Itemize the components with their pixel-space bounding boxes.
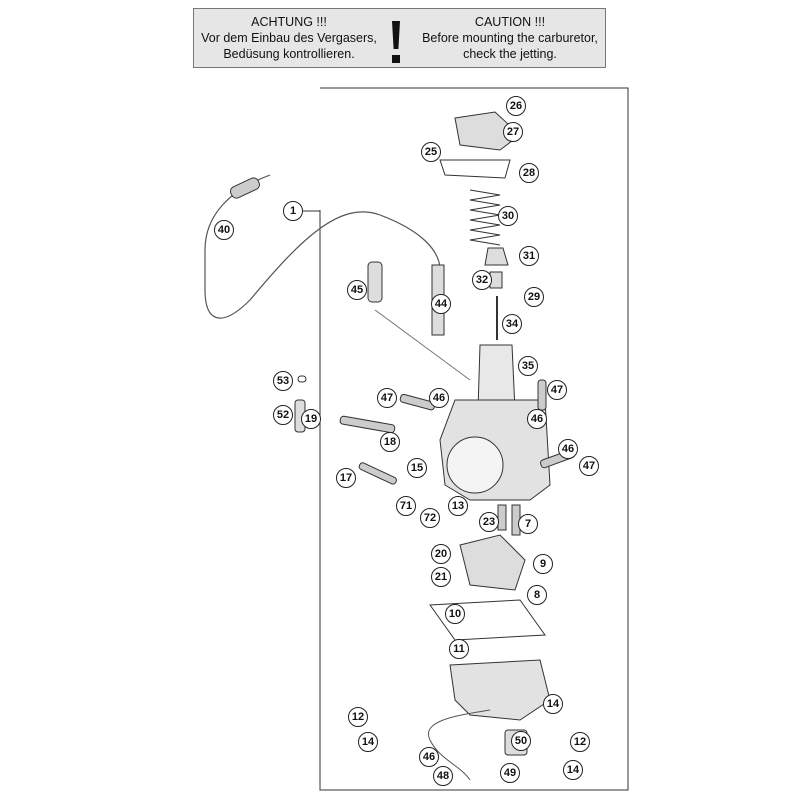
callout-part-49: 49	[500, 763, 520, 783]
callout-part-50: 50	[511, 731, 531, 751]
callout-part-46: 46	[419, 747, 439, 767]
callout-part-12: 12	[348, 707, 368, 727]
pilot-jet	[497, 504, 507, 531]
top-cap	[454, 111, 521, 151]
callout-part-11: 11	[449, 639, 469, 659]
callout-part-32: 32	[472, 270, 492, 290]
float	[459, 534, 526, 591]
callout-part-31: 31	[519, 246, 539, 266]
german-warning: ACHTUNG !!! Vor dem Einbau des Vergasers…	[194, 14, 384, 62]
callout-part-26: 26	[506, 96, 526, 116]
callout-part-18: 18	[380, 432, 400, 452]
idle-screw	[339, 415, 396, 434]
callout-part-46: 46	[429, 388, 449, 408]
callout-part-30: 30	[498, 206, 518, 226]
callout-part-15: 15	[407, 458, 427, 478]
callout-part-53: 53	[273, 371, 293, 391]
callout-part-46: 46	[558, 439, 578, 459]
callout-part-12: 12	[570, 732, 590, 752]
callout-part-19: 19	[301, 409, 321, 429]
callout-part-48: 48	[433, 766, 453, 786]
german-warning-line2: Bedüsung kontrollieren.	[223, 47, 355, 61]
callout-part-29: 29	[524, 287, 544, 307]
throttle-spring	[469, 189, 501, 246]
callout-part-52: 52	[273, 405, 293, 425]
assembly-frame	[303, 87, 629, 791]
callout-part-17: 17	[336, 468, 356, 488]
carburetor-bore	[446, 436, 504, 494]
callout-part-14: 14	[563, 760, 583, 780]
callout-part-25: 25	[421, 142, 441, 162]
callout-part-28: 28	[519, 163, 539, 183]
callout-part-21: 21	[431, 567, 451, 587]
callout-part-9: 9	[533, 554, 553, 574]
leader-line	[374, 309, 471, 381]
english-warning-line1: Before mounting the carburetor,	[422, 31, 598, 45]
callout-part-72: 72	[420, 508, 440, 528]
throttle-cable	[204, 174, 441, 319]
callout-part-44: 44	[431, 294, 451, 314]
callout-part-34: 34	[502, 314, 522, 334]
callout-part-35: 35	[518, 356, 538, 376]
english-warning-line2: check the jetting.	[463, 47, 557, 61]
float-bowl-gasket	[429, 599, 546, 641]
cable-adjuster	[230, 177, 260, 199]
callout-part-7: 7	[518, 514, 538, 534]
callout-part-14: 14	[358, 732, 378, 752]
callout-part-40: 40	[214, 220, 234, 240]
callout-part-20: 20	[431, 544, 451, 564]
exclamation-icon	[392, 21, 400, 65]
float-bowl	[449, 659, 551, 721]
english-warning: CAUTION !!! Before mounting the carburet…	[415, 14, 605, 62]
callout-part-14: 14	[543, 694, 563, 714]
callout-part-8: 8	[527, 585, 547, 605]
callout-part-13: 13	[448, 496, 468, 516]
overflow-hose	[427, 709, 491, 781]
mixture-screw	[358, 462, 397, 485]
callout-part-46: 46	[527, 409, 547, 429]
german-warning-title: ACHTUNG !!!	[251, 15, 327, 29]
callout-part-47: 47	[547, 380, 567, 400]
callout-part-45: 45	[347, 280, 367, 300]
callout-part-47: 47	[579, 456, 599, 476]
o-ring-53	[297, 375, 307, 383]
english-warning-title: CAUTION !!!	[474, 15, 546, 29]
callout-part-47: 47	[377, 388, 397, 408]
callout-part-10: 10	[445, 604, 465, 624]
choke-plunger	[367, 261, 383, 303]
cap-gasket	[439, 159, 511, 179]
callout-part-27: 27	[503, 122, 523, 142]
german-warning-line1: Vor dem Einbau des Vergasers,	[201, 31, 377, 45]
needle-clip-holder	[484, 247, 509, 266]
callout-part-1: 1	[283, 201, 303, 221]
callout-part-23: 23	[479, 512, 499, 532]
callout-part-71: 71	[396, 496, 416, 516]
caution-banner: ACHTUNG !!! Vor dem Einbau des Vergasers…	[193, 8, 606, 68]
vent-hose-top	[537, 379, 547, 411]
